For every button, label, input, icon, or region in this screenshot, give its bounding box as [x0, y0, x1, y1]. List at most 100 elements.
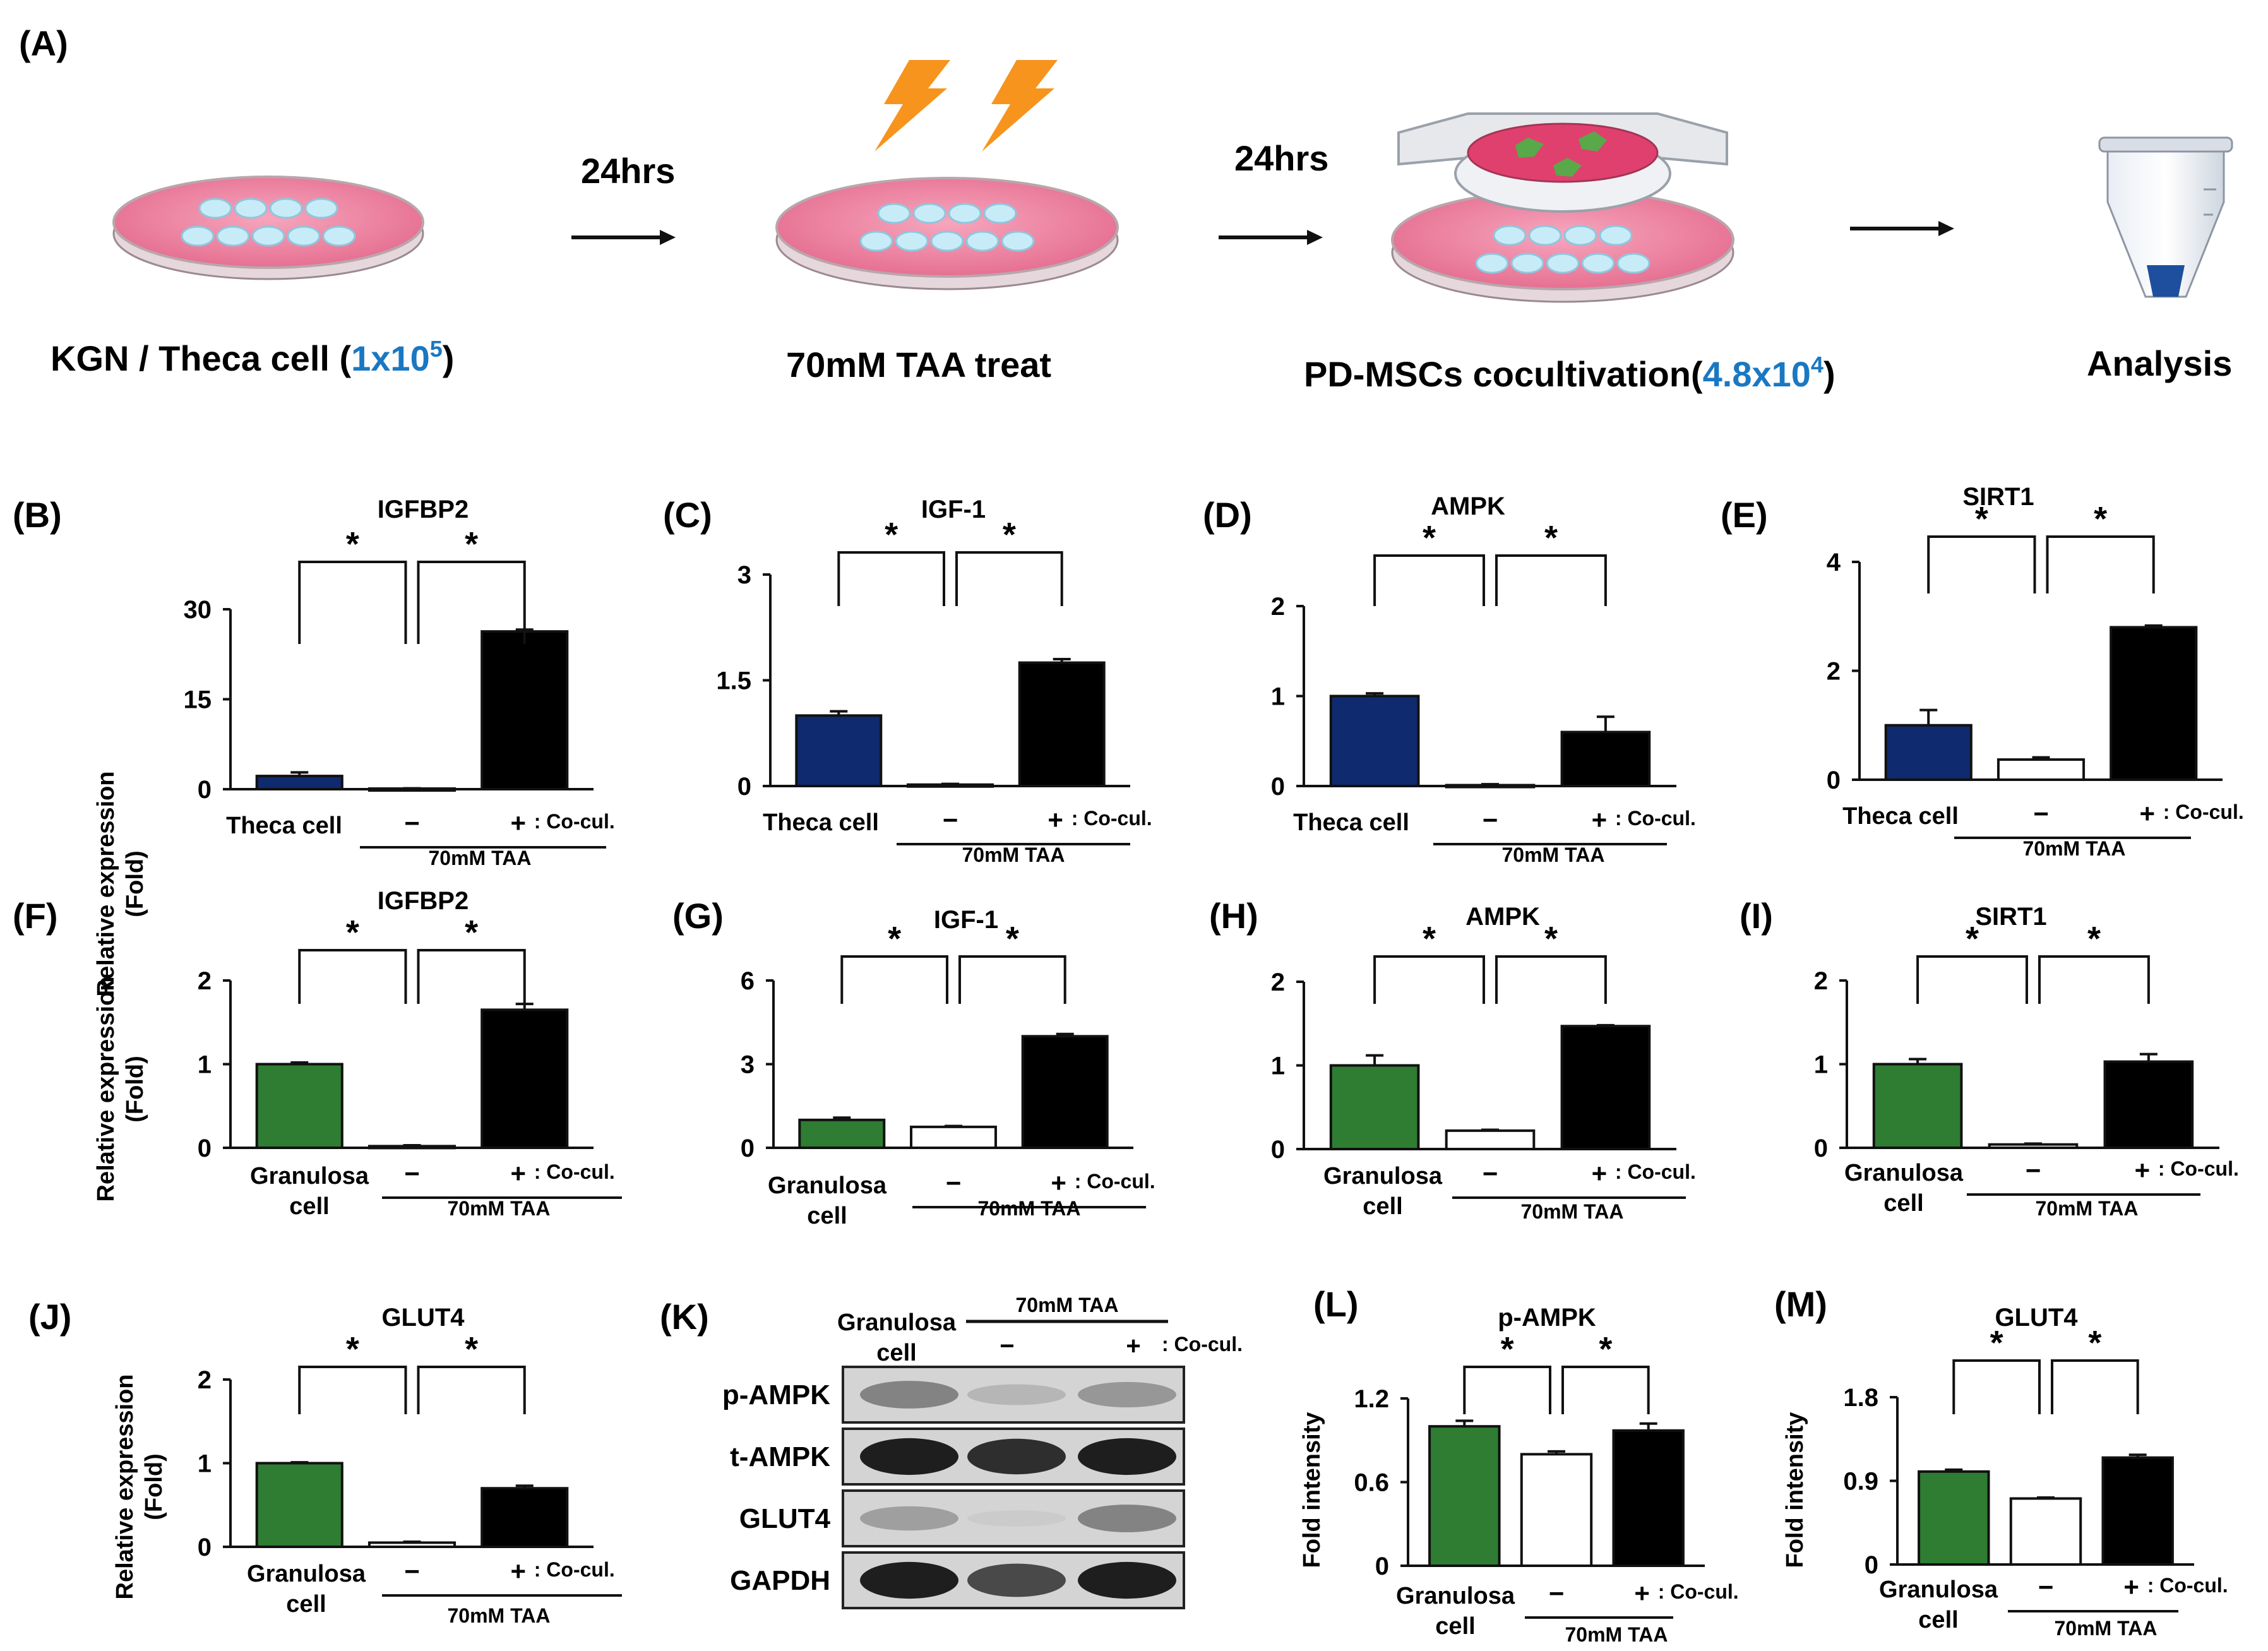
minus-label: −: [2033, 799, 2049, 828]
significance-star: *: [465, 914, 478, 951]
panel-label: (D): [1203, 495, 1252, 535]
plus-label: +: [1047, 805, 1063, 835]
significance-bracket: [2038, 955, 2150, 1004]
cell-icon: [1616, 253, 1650, 274]
bar: [1560, 730, 1651, 787]
blot-row-label: GAPDH: [730, 1565, 830, 1596]
blot-minus: −: [1000, 1332, 1014, 1360]
panel-k-label: (K): [660, 1297, 709, 1337]
blot-band: [1078, 1505, 1176, 1532]
chart-title: IGF-1: [921, 496, 986, 523]
significance-star: *: [465, 1330, 478, 1368]
cell-icon: [1510, 253, 1544, 274]
bar: [1445, 1129, 1536, 1150]
cell-icon: [181, 225, 215, 247]
blot-col-head-2: cell: [876, 1340, 916, 1366]
cell-icon: [1546, 253, 1580, 274]
y-tick-label: 15: [184, 686, 212, 714]
y-tick-label: 2: [1827, 658, 1841, 686]
chart-title: p-AMPK: [1498, 1304, 1596, 1332]
blot-band: [860, 1438, 958, 1475]
bar: [1918, 1470, 1990, 1566]
panel-label: (J): [28, 1297, 71, 1337]
step4-label: Analysis: [2087, 343, 2232, 383]
chart-title: AMPK: [1465, 903, 1540, 931]
cell-icon: [322, 225, 356, 247]
category-label: Granulosa: [1879, 1576, 1998, 1603]
y-axis-label: Relative expression(Fold): [93, 772, 148, 997]
cell-icon: [1563, 225, 1597, 246]
y-tick-label: 0.9: [1843, 1468, 1878, 1496]
cocul-label: : Co-cul.: [1075, 1170, 1155, 1193]
culture-dish-1: [112, 176, 424, 280]
seeded-cells: [859, 203, 1035, 252]
significance-bracket: [298, 949, 407, 1004]
y-tick-label: 0: [1865, 1551, 1878, 1579]
category-label: Granulosa: [1396, 1583, 1515, 1609]
tube-icon: [2098, 136, 2233, 298]
blot-row-label: t-AMPK: [730, 1441, 830, 1472]
step3-label: PD-MSCs cocultivation(4.8x104): [1304, 352, 1835, 394]
bar: [1612, 1429, 1685, 1568]
y-axis-label: Relative expression(Fold): [112, 1374, 167, 1600]
category-label: Granulosa: [250, 1163, 369, 1189]
minus-label: −: [2038, 1572, 2054, 1602]
significance-star: *: [1423, 920, 1436, 958]
category-label: Theca cell: [226, 813, 342, 839]
minus-label: −: [943, 805, 958, 835]
cocul-label: : Co-cul.: [1658, 1580, 1739, 1603]
cell-icon: [1475, 253, 1509, 274]
panel-label: (B): [13, 495, 62, 535]
arrow-1-label: 24hrs: [581, 151, 675, 191]
bar: [795, 714, 883, 788]
category-label: cell: [1883, 1190, 1923, 1217]
bar: [1996, 758, 2086, 782]
minus-label: −: [1483, 805, 1498, 835]
bar: [367, 1541, 457, 1548]
significance-star: *: [346, 1330, 359, 1368]
plus-label: +: [510, 808, 526, 838]
significance-bracket: [840, 955, 948, 1004]
cocul-label: : Co-cul.: [2163, 801, 2244, 823]
significance-star: *: [465, 525, 478, 563]
cell-icon: [1001, 230, 1035, 252]
cell-icon: [965, 230, 1000, 252]
category-label: Granulosa: [1323, 1163, 1443, 1189]
y-tick-label: 0: [198, 776, 212, 804]
cell-icon: [1581, 253, 1615, 274]
minus-label: −: [404, 1556, 420, 1586]
chart-title: SIRT1: [1962, 483, 2034, 511]
significance-star: *: [1544, 519, 1558, 557]
y-axis-label: Fold intensity: [1299, 1412, 1325, 1568]
blot-band: [967, 1438, 1066, 1475]
y-tick-label: 3: [741, 1051, 755, 1079]
bar: [1988, 1143, 2079, 1149]
blot-band: [860, 1381, 958, 1409]
bar: [2103, 1060, 2194, 1150]
treatment-label: 70mM TAA: [962, 843, 1065, 866]
y-tick-label: 2: [1271, 593, 1285, 621]
blot-col-head-1: Granulosa: [837, 1309, 957, 1336]
y-tick-label: 1: [198, 1051, 212, 1079]
minus-label: −: [2026, 1155, 2041, 1185]
cell-icon: [912, 203, 946, 224]
cocul-label: : Co-cul.: [534, 1160, 615, 1183]
cocul-label: : Co-cul.: [534, 810, 615, 833]
significance-star: *: [1599, 1330, 1612, 1368]
treatment-label: 70mM TAA: [448, 1197, 551, 1220]
significance-bracket: [837, 551, 945, 606]
significance-bracket: [1463, 1366, 1551, 1414]
plus-label: +: [2135, 1155, 2151, 1185]
significance-star: *: [1423, 519, 1436, 557]
y-tick-label: 1: [1271, 1052, 1285, 1080]
treatment-label: 70mM TAA: [429, 847, 532, 869]
cell-icon: [287, 225, 321, 247]
blot-band: [1078, 1561, 1176, 1599]
arrow-2-label: 24hrs: [1234, 138, 1328, 178]
